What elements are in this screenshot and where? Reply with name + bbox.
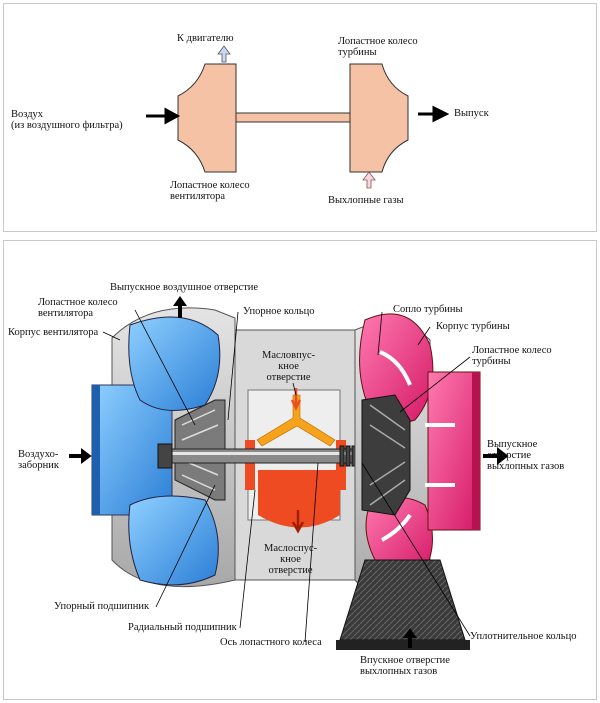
turbine-wheel-shape xyxy=(349,63,409,173)
oil-outlet-passage xyxy=(258,470,340,528)
turbine-nozzle-label: Сопло турбины xyxy=(393,304,463,315)
turbocharger-cutaway-panel xyxy=(3,240,597,700)
air-intake-arrow-icon xyxy=(69,448,92,464)
radial-bearing-label: Радиальный подшипник xyxy=(128,622,237,633)
to-engine-arrow-icon xyxy=(217,45,231,63)
oil-inlet-label: Масловпус- кное отверстие xyxy=(262,350,316,383)
top-turbine-wheel-label: Лопастное колесо турбины xyxy=(338,36,418,58)
oil-outlet-label: Маслоспус- кное отверстие xyxy=(264,543,318,576)
compressor-wheel-label: Лопастное колесо вентилятора xyxy=(38,297,118,319)
turbine-wheel-label: Лопастное колесо турбины xyxy=(472,345,552,367)
shaft-shape xyxy=(235,112,351,123)
air-outlet-arrow-icon xyxy=(173,296,187,318)
top-compressor-wheel-label: Лопастное колесо вентилятора xyxy=(170,180,250,202)
leader-lines xyxy=(102,309,471,643)
thrust-ring-label: Упорное кольцо xyxy=(243,306,315,317)
air-in-arrow-icon xyxy=(146,107,181,125)
exhaust-gases-label: Выхлопные газы xyxy=(328,195,404,206)
exhaust-gas-arrow-icon xyxy=(362,171,376,189)
seal-ring-label: Уплотнительное кольцо xyxy=(470,631,577,642)
exhaust-arrow-icon xyxy=(418,105,450,123)
compressor-housing-label: Корпус вентилятора xyxy=(8,327,99,338)
exhaust-inlet-arrow-icon xyxy=(403,628,417,648)
exhaust-outlet-arrow-icon xyxy=(483,446,509,466)
shaft-nut-shape xyxy=(157,443,357,469)
turbine-housing-label: Корпус турбины xyxy=(436,321,510,332)
wheel-shaft-label: Ось лопастного колеса xyxy=(220,637,322,648)
exhaust-label: Выпуск xyxy=(454,108,489,119)
to-engine-label: К двигателю xyxy=(177,33,234,44)
oil-inlet-passage xyxy=(256,394,336,447)
exhaust-outlet-label: Выпускное отверстие выхлопных газов xyxy=(487,439,565,472)
turbine-volute-shape xyxy=(359,313,434,424)
thrust-bearing-label: Упорный подшипник xyxy=(54,601,150,612)
air-intake-label: Воздухо- заборник xyxy=(18,449,59,471)
exhaust-outlet-tube-shape xyxy=(427,371,481,531)
compressor-wheel-shape xyxy=(177,63,237,173)
exhaust-inlet-label: Впускное отверстие выхлопных газов xyxy=(360,655,450,677)
air-in-label: Воздух (из воздушного фильтра) xyxy=(11,109,123,131)
compressor-volute-bottom xyxy=(128,495,219,586)
air-outlet-label: Выпускное воздушное отверстие xyxy=(110,282,259,293)
